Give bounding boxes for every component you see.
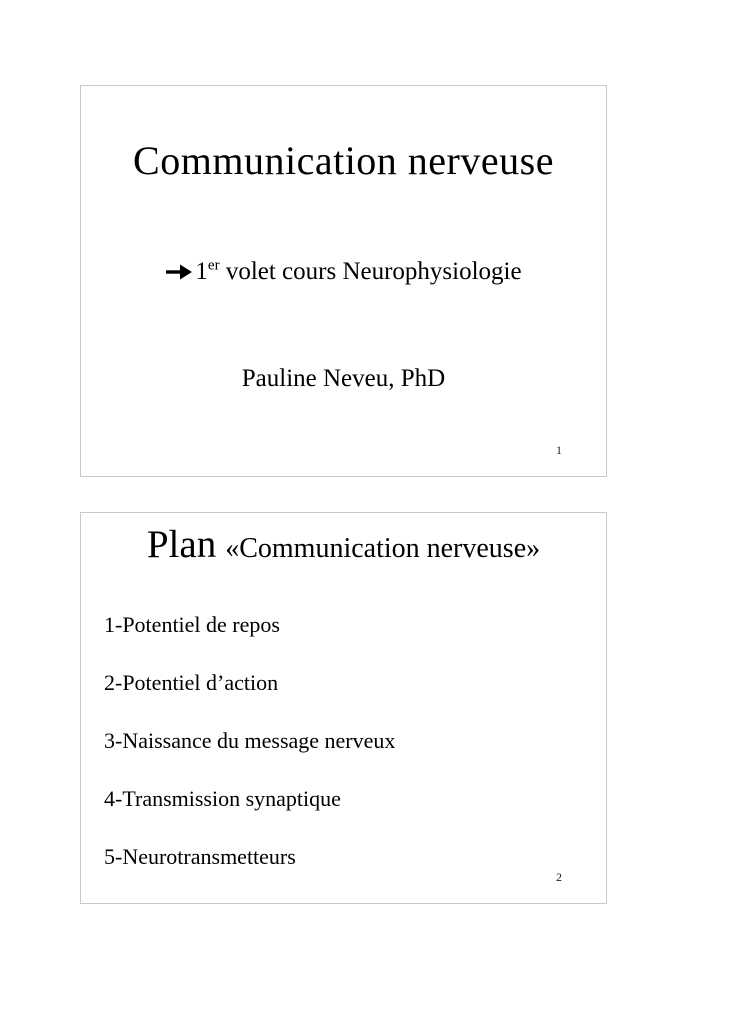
plan-item-5: 5-Neurotransmetteurs <box>104 844 296 869</box>
plan-list: 1-Potentiel de repos 2-Potentiel d’actio… <box>104 596 596 886</box>
slide-2: Plan «Communication nerveuse» 1-Potentiel… <box>80 512 607 904</box>
slide-title: Communication nerveuse <box>133 138 554 183</box>
slide-subtitle: 1er volet cours Neurophysiologie <box>81 258 606 288</box>
plan-heading-main: Plan <box>146 523 217 566</box>
right-arrow-icon <box>165 260 193 288</box>
plan-heading-sub: «Communication nerveuse» <box>225 533 541 564</box>
subtitle-number: 1 <box>195 258 208 285</box>
subtitle-text: volet cours Neurophysiologie <box>219 258 522 285</box>
plan-item-2: 2-Potentiel d’action <box>104 670 279 695</box>
plan-item-3: 3-Naissance du message nerveux <box>104 728 396 753</box>
subtitle-superscript: er <box>207 257 220 274</box>
plan-heading: Plan «Communication nerveuse» <box>81 525 606 565</box>
plan-item-4: 4-Transmission synaptique <box>104 786 341 811</box>
slide-page-number: 1 <box>556 443 562 457</box>
author-name: Pauline Neveu, PhD <box>241 365 446 392</box>
slide-page-number: 2 <box>556 870 562 884</box>
slide-1: Communication nerveuse 1er volet cours N… <box>80 85 607 477</box>
plan-item-1: 1-Potentiel de repos <box>104 612 280 637</box>
